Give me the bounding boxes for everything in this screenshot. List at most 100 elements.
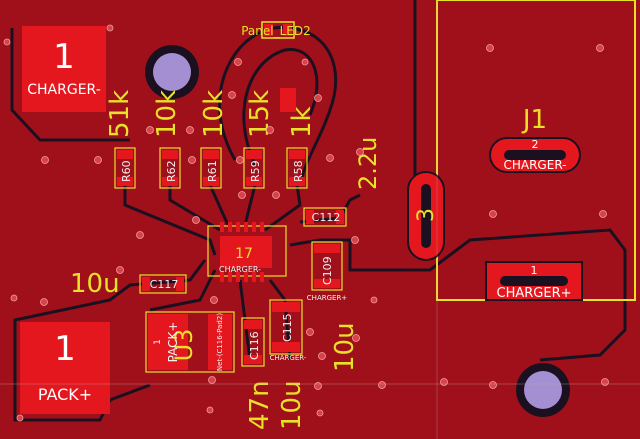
resistor-value-1: 10k (152, 90, 182, 138)
connector-pin2-slot (504, 150, 566, 160)
r62-outline (159, 147, 181, 189)
ic-ref: 17 (235, 246, 253, 262)
c115-net: CHARGER- (270, 354, 307, 362)
resistor-value-4: 1k (287, 106, 317, 138)
connector-pin2-net: CHARGER- (503, 158, 566, 172)
r59-ref: R59 (249, 160, 262, 182)
capacitor-c112[interactable]: C112 (303, 207, 347, 227)
c117-outline (139, 274, 187, 294)
capacitor-c115[interactable]: C115 CHARGER- (269, 299, 307, 362)
resistor-r60[interactable]: R60 (114, 147, 136, 189)
mount-hole-top (153, 53, 191, 91)
r59-pad-b (246, 177, 262, 186)
c117-pad-a (142, 277, 150, 291)
u3-outline (145, 311, 235, 373)
resistor-row: R60 R62 R61 R59 R58 (114, 147, 308, 189)
connector-pin1-net: CHARGER+ (497, 286, 572, 301)
resistor-r62[interactable]: R62 (159, 147, 181, 189)
ic-pins-bottom (220, 272, 264, 282)
c116-outline (241, 317, 265, 367)
r58-pad-a (289, 150, 305, 159)
resistor-value-2: 10k (199, 90, 229, 138)
c115-outline (269, 299, 303, 355)
pad-charger-minus-net: CHARGER- (27, 82, 101, 98)
ic-body (220, 236, 272, 268)
u3-ref: U3 (170, 329, 198, 362)
r58-pad-b (289, 177, 305, 186)
led-pad-a (264, 24, 273, 36)
led-outline (261, 21, 295, 39)
resistor-r59[interactable]: R59 (243, 147, 265, 189)
c109-outline (311, 241, 343, 291)
r60-ref: R60 (120, 160, 133, 182)
r59-pad-a (246, 150, 262, 159)
c109-pad-b (314, 279, 340, 288)
r62-pad-a (162, 150, 178, 159)
c115b-value: 10u (330, 322, 360, 372)
c112-ref: C112 (312, 211, 341, 224)
resistor-value-0: 51k (105, 90, 135, 138)
u3-pin: 1 (153, 339, 163, 345)
capacitor-c116[interactable]: C116 (241, 317, 265, 367)
led-label: Panel_LED2 (241, 24, 311, 38)
c117-ref: C117 (150, 278, 179, 291)
resistor-values: 51k 10k 10k 15k 1k (105, 90, 317, 138)
pad-CHARGER-minus[interactable]: 1 CHARGER- (22, 26, 106, 112)
capacitor-c109[interactable]: C109 CHARGER+ (307, 241, 348, 302)
pad-pack-plus-shape (20, 322, 110, 414)
c116-ref: C116 (248, 331, 261, 360)
r60-pad-a (117, 150, 133, 159)
connector-pin1-num: 1 (531, 264, 538, 277)
c112-pad-a (306, 210, 314, 224)
c112-pad-b (336, 210, 344, 224)
r62-pad-b (162, 177, 178, 186)
connector-pin3-slot (421, 184, 431, 248)
r62-ref: R62 (165, 160, 178, 182)
resistor-r61[interactable]: R61 (200, 147, 222, 189)
resistor-r58[interactable]: R58 (286, 147, 308, 189)
loop-pad (280, 88, 296, 112)
pad-PACK-plus[interactable]: 1 PACK+ (20, 322, 110, 414)
c115-pad-b (272, 342, 300, 352)
connector-pin1-slot (500, 276, 568, 286)
mount-hole-bottom (524, 371, 562, 409)
c112-value: 2.2u (354, 137, 382, 190)
c116-pad-b (244, 355, 262, 364)
ic-pins-top (220, 222, 264, 232)
c112-outline (303, 207, 347, 227)
connector-pin3-label: 3 (414, 208, 439, 222)
c115-pad-a (272, 302, 300, 312)
connector-pin2-num: 2 (532, 138, 539, 151)
r58-outline (286, 147, 308, 189)
pad-charger-minus-number: 1 (53, 37, 75, 77)
pad-pack-plus-number: 1 (54, 329, 76, 369)
u3-net: PACK+ (166, 322, 180, 363)
c109-net: CHARGER+ (307, 294, 348, 302)
r60-pad-b (117, 177, 133, 186)
panel-led-footprint[interactable]: Panel_LED2 (241, 21, 311, 39)
pad-pack-plus-net: PACK+ (38, 385, 92, 404)
r61-ref: R61 (206, 160, 219, 182)
c116-value: 47n (245, 380, 275, 430)
connector-ref: J1 (521, 105, 547, 135)
r61-outline (200, 147, 222, 189)
component-u3[interactable]: U3 1 PACK+ Net-(C116-Pad2) (145, 311, 235, 373)
vias (3, 24, 609, 422)
r61-pad-a (203, 150, 219, 159)
c115-value: 10u (277, 380, 307, 430)
charger-ic[interactable]: 17 CHARGER- (207, 222, 287, 282)
ic-net: CHARGER- (219, 265, 261, 274)
u3-pad-b (208, 314, 232, 370)
u3-pad-a (148, 314, 188, 370)
pad-charger-minus-shape (22, 26, 106, 112)
c117-value: 10u (70, 269, 120, 299)
r58-ref: R58 (292, 160, 305, 182)
c116-pad-a (244, 320, 262, 329)
r60-outline (114, 147, 136, 189)
c117-pad-b (176, 277, 184, 291)
capacitor-c117[interactable]: C117 (139, 274, 187, 294)
connector-j1[interactable]: J1 2 CHARGER- 1 CHARGER+ 3 (407, 105, 583, 301)
u3-sub: Net-(C116-Pad2) (216, 313, 224, 371)
